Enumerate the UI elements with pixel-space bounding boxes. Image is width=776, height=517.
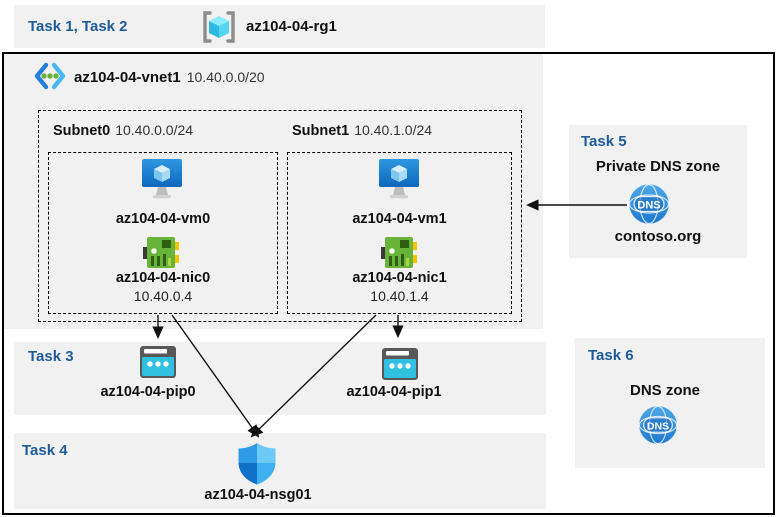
vm0-label: az104-04-vm0 — [115, 211, 211, 227]
task12-band: Task 1, Task 2 az104-04-rg1 — [14, 5, 545, 48]
task4-label: Task 4 — [22, 442, 68, 459]
vm1-icon — [377, 159, 421, 201]
vnet-region — [4, 54, 543, 329]
subnet1-name: Subnet1 — [292, 123, 350, 139]
nsg-label: az104-04-nsg01 — [204, 487, 312, 503]
subnet0-cidr: 10.40.0.0/24 — [115, 122, 194, 138]
vm1-label: az104-04-vm1 — [352, 211, 447, 227]
task3-band: Task 3 — [14, 342, 546, 415]
virtual-network-icon — [34, 62, 66, 90]
vm0-icon — [140, 159, 184, 201]
vnet-name: az104-04-vnet1 — [74, 69, 181, 86]
task4-band: Task 4 — [14, 433, 546, 509]
dns-icon-text: DNS — [647, 420, 669, 432]
nsg-shield-icon — [238, 443, 276, 485]
dns-zone-title: DNS zone — [629, 382, 700, 399]
task5-box: Task 5 Private DNS zone DNS contoso.org — [569, 125, 747, 258]
resource-group-icon — [200, 8, 238, 46]
vnet-cidr: 10.40.0.0/20 — [186, 69, 265, 85]
nic1-ip: 10.40.1.4 — [370, 288, 429, 304]
pip1-label: az104-04-pip1 — [346, 384, 442, 400]
vnet-title: az104-04-vnet1 10.40.0.0/20 — [74, 69, 265, 87]
private-dns-icon: DNS — [627, 182, 671, 226]
nic0-label: az104-04-nic0 — [115, 270, 211, 286]
nic0-icon — [143, 236, 180, 269]
resource-group-name: az104-04-rg1 — [246, 18, 337, 35]
task5-label: Task 5 — [581, 133, 627, 150]
subnet0-name: Subnet0 — [53, 123, 111, 139]
dns-icon-text: DNS — [637, 200, 660, 212]
pip1-icon — [382, 348, 418, 380]
subnet0-dashed-box — [48, 152, 278, 314]
nic1-label: az104-04-nic1 — [352, 270, 447, 286]
pip0-icon — [140, 346, 176, 378]
subnet1-cidr: 10.40.1.0/24 — [354, 122, 433, 138]
nic0-ip: 10.40.0.4 — [133, 288, 193, 304]
pip0-label: az104-04-pip0 — [100, 384, 196, 400]
private-dns-zone-title: Private DNS zone — [595, 158, 721, 175]
task6-label: Task 6 — [588, 347, 634, 364]
task3-label: Task 3 — [28, 348, 74, 365]
task12-label: Task 1, Task 2 — [28, 18, 128, 35]
subnet1-dashed-box — [287, 152, 512, 314]
task6-box: Task 6 DNS zone DNS — [575, 338, 765, 468]
nic1-icon — [381, 236, 418, 269]
dns-zone-icon: DNS — [637, 404, 679, 446]
private-dns-zone-name: contoso.org — [614, 228, 702, 245]
